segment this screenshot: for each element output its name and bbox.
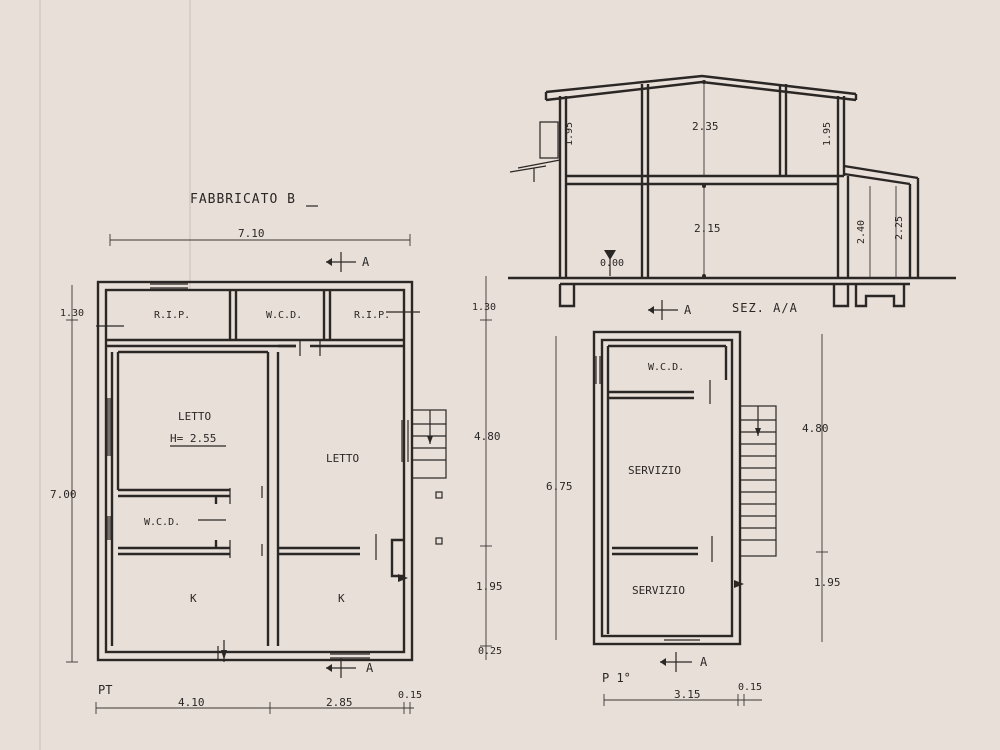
gf-bottom-width-3: 0.15 <box>398 690 422 701</box>
ff-left-height-3: 0.25 <box>478 646 502 657</box>
gf-section-marker-bottom-label: A <box>366 661 374 675</box>
ff-floor-label: P 1° <box>602 671 631 685</box>
section-a-a: 1.95 2.35 1.95 2.15 2.40 2.25 0.00 SEZ. … <box>508 74 956 320</box>
ff-room-wcd: W.C.D. <box>648 362 684 373</box>
gf-bottom-width-1: 4.10 <box>178 696 205 709</box>
ff-mid-height-1: 4.80 <box>474 430 501 443</box>
gf-room-rip-left: R.I.P. <box>154 310 190 321</box>
section-ground-level: 0.00 <box>600 258 624 269</box>
gf-section-marker-top-label: A <box>362 255 370 269</box>
section-height-4: 2.15 <box>694 222 721 235</box>
section-title: SEZ. A/A <box>732 301 798 315</box>
ff-bottom-width-1: 3.15 <box>674 688 701 701</box>
ff-section-marker-bottom: A <box>660 652 708 672</box>
gf-height-total: 7.00 <box>50 488 77 501</box>
ff-bottom-width-2: 0.15 <box>738 682 762 693</box>
ff-mid-height-2: 1.95 <box>476 580 503 593</box>
section-height-5: 2.40 <box>856 220 867 244</box>
ff-section-marker-label: A <box>700 655 708 669</box>
ff-left-height-1: 1.30 <box>472 302 496 313</box>
gf-room-letto-right: LETTO <box>326 452 359 465</box>
ff-right-height-2: 1.95 <box>814 576 841 589</box>
first-floor-plan: 4.80 1.95 1.30 0.25 6.75 4.80 1.95 <box>472 276 841 706</box>
section-height-3: 1.95 <box>822 122 833 146</box>
gf-left-dimension: 1.30 7.00 <box>50 285 84 663</box>
gf-bottom-dimension: 4.10 2.85 0.15 <box>95 690 422 714</box>
gf-room-wcd-mid: W.C.D. <box>144 517 180 528</box>
paper-fold-lines <box>39 0 191 750</box>
gf-external-stairs <box>411 409 447 545</box>
section-marker: A <box>648 300 692 320</box>
ff-room-servizio-top: SERVIZIO <box>628 464 681 477</box>
gf-room-k-right: K <box>338 592 345 605</box>
section-height-6: 2.25 <box>894 216 905 240</box>
gf-section-marker-bottom: A <box>326 658 374 678</box>
gf-windows <box>96 283 420 659</box>
ff-right-height-1: 4.80 <box>802 422 829 435</box>
gf-room-wcd-top: W.C.D. <box>266 310 302 321</box>
gf-width-label: 7.10 <box>238 227 265 240</box>
gf-room-rip-right: R.I.P. <box>354 310 390 321</box>
gf-room-k-left: K <box>190 592 197 605</box>
section-height-2: 2.35 <box>692 120 719 133</box>
section-height-1: 1.95 <box>564 122 575 146</box>
ground-floor-plan: 7.10 A 1.30 7.00 <box>50 227 447 714</box>
gf-bottom-width-2: 2.85 <box>326 696 353 709</box>
gf-top-dimension: 7.10 <box>109 227 411 246</box>
drawing-title: FABBRICATO B <box>190 192 296 207</box>
ff-bottom-dimension: 3.15 0.15 <box>603 682 762 706</box>
gf-room-letto-left: LETTO <box>178 410 211 423</box>
gf-room-height-note: H= 2.55 <box>170 432 216 445</box>
ff-left-dimension: 4.80 1.95 1.30 0.25 <box>472 276 503 660</box>
ff-staircase <box>739 405 777 557</box>
ff-right-dimension: 4.80 1.95 <box>802 334 841 642</box>
gf-floor-label: PT <box>98 683 112 697</box>
section-marker-label: A <box>684 303 692 317</box>
gf-height-top: 1.30 <box>60 308 84 319</box>
ff-left-height-2: 6.75 <box>546 480 573 493</box>
ff-room-servizio-bottom: SERVIZIO <box>632 584 685 597</box>
gf-section-marker-top: A <box>326 252 370 272</box>
